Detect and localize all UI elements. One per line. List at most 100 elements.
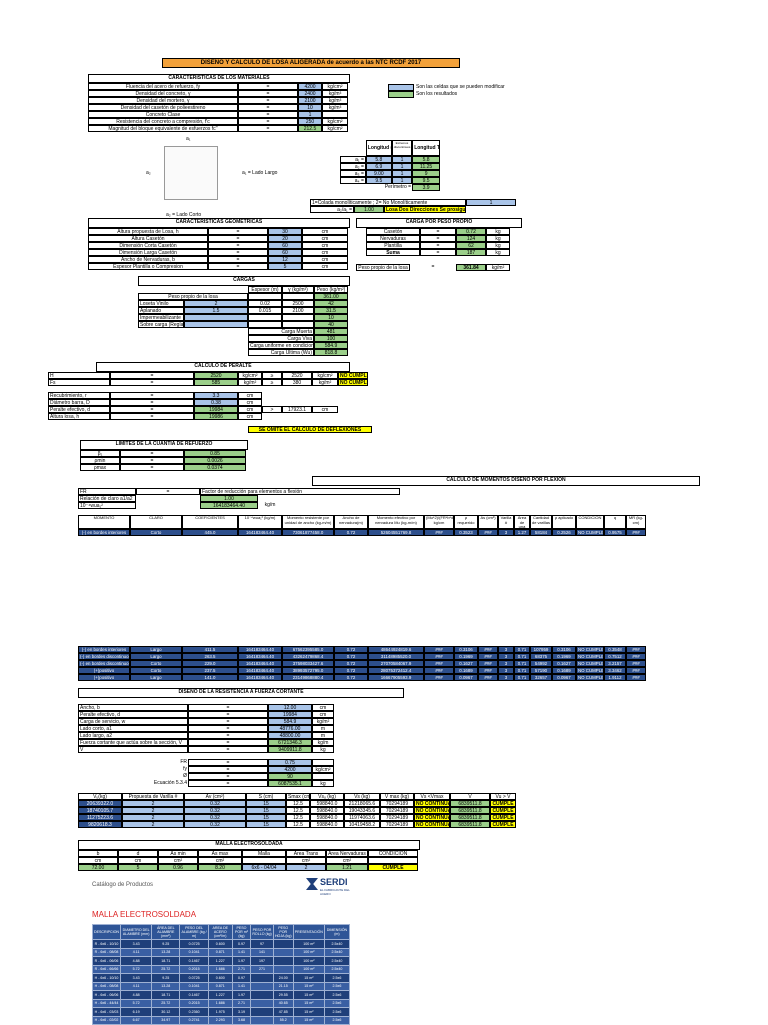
cuantia-eq: = [120, 464, 184, 471]
catalog-cell: 3.68 [231, 1015, 252, 1025]
moment-v[interactable]: 3 [498, 529, 514, 536]
peralte2-eq: = [110, 399, 194, 406]
peralte2-value[interactable]: 0.38 [194, 399, 238, 406]
catalog-cell: 9.25 [151, 939, 181, 949]
length-value[interactable]: 6.9 [365, 163, 392, 170]
load-thickness-input[interactable]: 1.5 [184, 307, 248, 314]
moment-c: Corto [130, 529, 182, 536]
length-discontinuous[interactable]: 1 [391, 177, 413, 184]
shear-value[interactable]: 584.9 [268, 718, 312, 725]
shear-p[interactable]: 2 [122, 807, 184, 814]
moment-mr: 73061877458.0 [282, 529, 334, 536]
shear2-label: Ecuación 5.3.4 [153, 780, 187, 786]
mesh-unit: cm² [286, 857, 326, 864]
geometry-value[interactable]: 30 [268, 228, 302, 235]
shear2-value[interactable]: 4200 [268, 766, 312, 773]
moment-v[interactable]: 3 [498, 667, 514, 674]
shear2-label: Ø [183, 773, 187, 779]
shear-value[interactable]: 12.00 [268, 704, 312, 711]
shear-value[interactable]: 48800.00 [268, 732, 312, 739]
peralte-label: Fs [48, 379, 110, 386]
length-value[interactable]: 5.8 [365, 156, 392, 163]
shear-s[interactable]: 15 [246, 814, 286, 821]
loads-header-gamma: γ (kg/m³) [282, 286, 314, 293]
table-row: Fuerza cortante que actúa sobre la secci… [78, 739, 518, 746]
serdi-logo: SERDI EL FABRICANTE DEL ACERO [306, 876, 352, 896]
shear-s[interactable]: 15 [246, 800, 286, 807]
cuantia-label: ρmin [80, 457, 120, 464]
shear-p[interactable]: 2 [122, 800, 184, 807]
load-thickness-input[interactable] [184, 314, 248, 321]
geometry-value[interactable]: 12 [268, 256, 302, 263]
geometry-value[interactable]: 20 [268, 235, 302, 242]
shear-value[interactable]: 19984 [268, 711, 312, 718]
moment-v[interactable]: 3 [498, 674, 514, 681]
shear-s[interactable]: 15 [246, 807, 286, 814]
self-weight-eq: = [420, 242, 456, 249]
length-discontinuous[interactable]: 1 [391, 156, 413, 163]
shear-p[interactable]: 2 [122, 814, 184, 821]
panel-long-label: a₁ = Lado Largo [242, 170, 278, 176]
shear-unit: m [312, 725, 334, 732]
load-thickness-input[interactable]: 2 [184, 300, 248, 307]
moments-ratio-value: 1.00 [200, 495, 258, 502]
shear-header: Av (cm²) [184, 793, 246, 800]
moment-x: ### [424, 653, 454, 660]
lengths-header-discontinuous: Extremos discontinuos [391, 140, 413, 156]
moment-v[interactable]: 3 [498, 653, 514, 660]
material-value[interactable]: 4200 [298, 83, 322, 90]
moment-mr: 43262479868.4 [282, 653, 334, 660]
load-gamma: 2100 [282, 307, 314, 314]
length-discontinuous[interactable]: 1 [391, 170, 413, 177]
moment-v[interactable]: 3 [498, 660, 514, 667]
shear2-value[interactable]: 0.75 [268, 759, 312, 766]
shear-vsu: 598840.0 [310, 814, 344, 821]
material-value[interactable]: 2100 [298, 97, 322, 104]
self-weight-unit: kg [486, 235, 510, 242]
moment-cond: NO CUMPLE [576, 646, 604, 653]
geometry-value[interactable]: 60 [268, 242, 302, 249]
shear-p[interactable]: 2 [122, 821, 184, 828]
moment-pa: 0.1969 [552, 653, 576, 660]
peralte2-value[interactable]: 3.3 [194, 392, 238, 399]
material-value[interactable]: 10 [298, 104, 322, 111]
load-gamma [282, 314, 314, 321]
load-thickness-input[interactable] [184, 321, 248, 328]
material-value[interactable]: 1 [298, 111, 322, 118]
length-value[interactable]: 9.00 [365, 170, 392, 177]
spacer [138, 335, 248, 342]
shear-header: Vs <Vmax [414, 793, 450, 800]
peralte2-eq: = [110, 413, 194, 420]
catalog-cell [272, 964, 294, 974]
moments-header: Momento resistente por unidad de ancho (… [282, 515, 334, 529]
material-value[interactable]: 250 [298, 118, 322, 125]
length-discontinuous[interactable]: 1 [391, 163, 413, 170]
shear-value[interactable]: 48776.00 [268, 725, 312, 732]
mesh-value[interactable]: 6x6 - 04/04 [242, 864, 286, 871]
moment-v[interactable]: 3 [498, 646, 514, 653]
shear-s[interactable]: 15 [246, 821, 286, 828]
peralte2-eq: = [110, 406, 194, 413]
catalog-cell: 15 m² [292, 1015, 325, 1025]
shear2-eq: = [188, 759, 268, 766]
geometry-unit: cm [302, 235, 348, 242]
catalog-header: ÁREA DEL ALAMBRE (mm²) [151, 924, 181, 940]
geometry-value[interactable]: 5 [268, 263, 302, 270]
geometry-value[interactable]: 60 [268, 249, 302, 256]
catalog-header: PESO DEL ALAMBRE (kg / m) [179, 924, 209, 940]
lengths-table: Longitud (m) Extremos discontinuos Longi… [340, 140, 440, 191]
moment-q: 0.7512 [604, 653, 626, 660]
length-value[interactable]: 9.5 [365, 177, 392, 184]
moment-x: ### [424, 529, 454, 536]
material-value[interactable]: 2400 [298, 90, 322, 97]
slab-type-input[interactable]: 1 [466, 199, 516, 206]
